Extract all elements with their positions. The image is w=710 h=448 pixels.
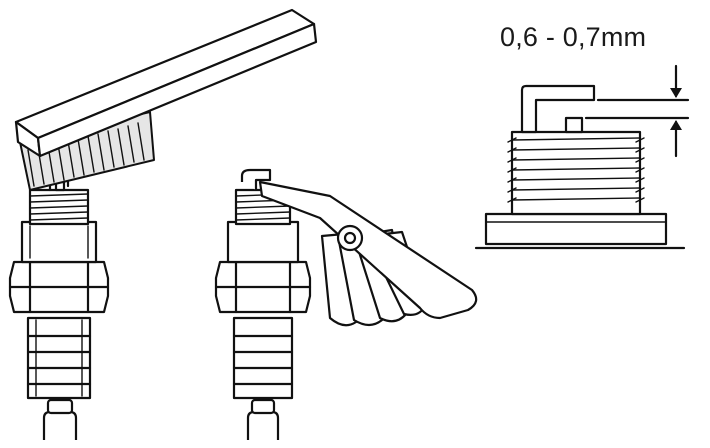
arrow-down-icon bbox=[670, 88, 682, 98]
feeler-gauge bbox=[258, 180, 478, 327]
spark-plug-middle bbox=[214, 168, 312, 440]
wire-brush bbox=[14, 8, 318, 191]
spark-plug-left bbox=[8, 176, 110, 440]
gap-dimension-label: 0,6 - 0,7mm bbox=[500, 22, 647, 52]
arrow-up-icon bbox=[670, 120, 682, 130]
gap-detail bbox=[474, 64, 690, 250]
